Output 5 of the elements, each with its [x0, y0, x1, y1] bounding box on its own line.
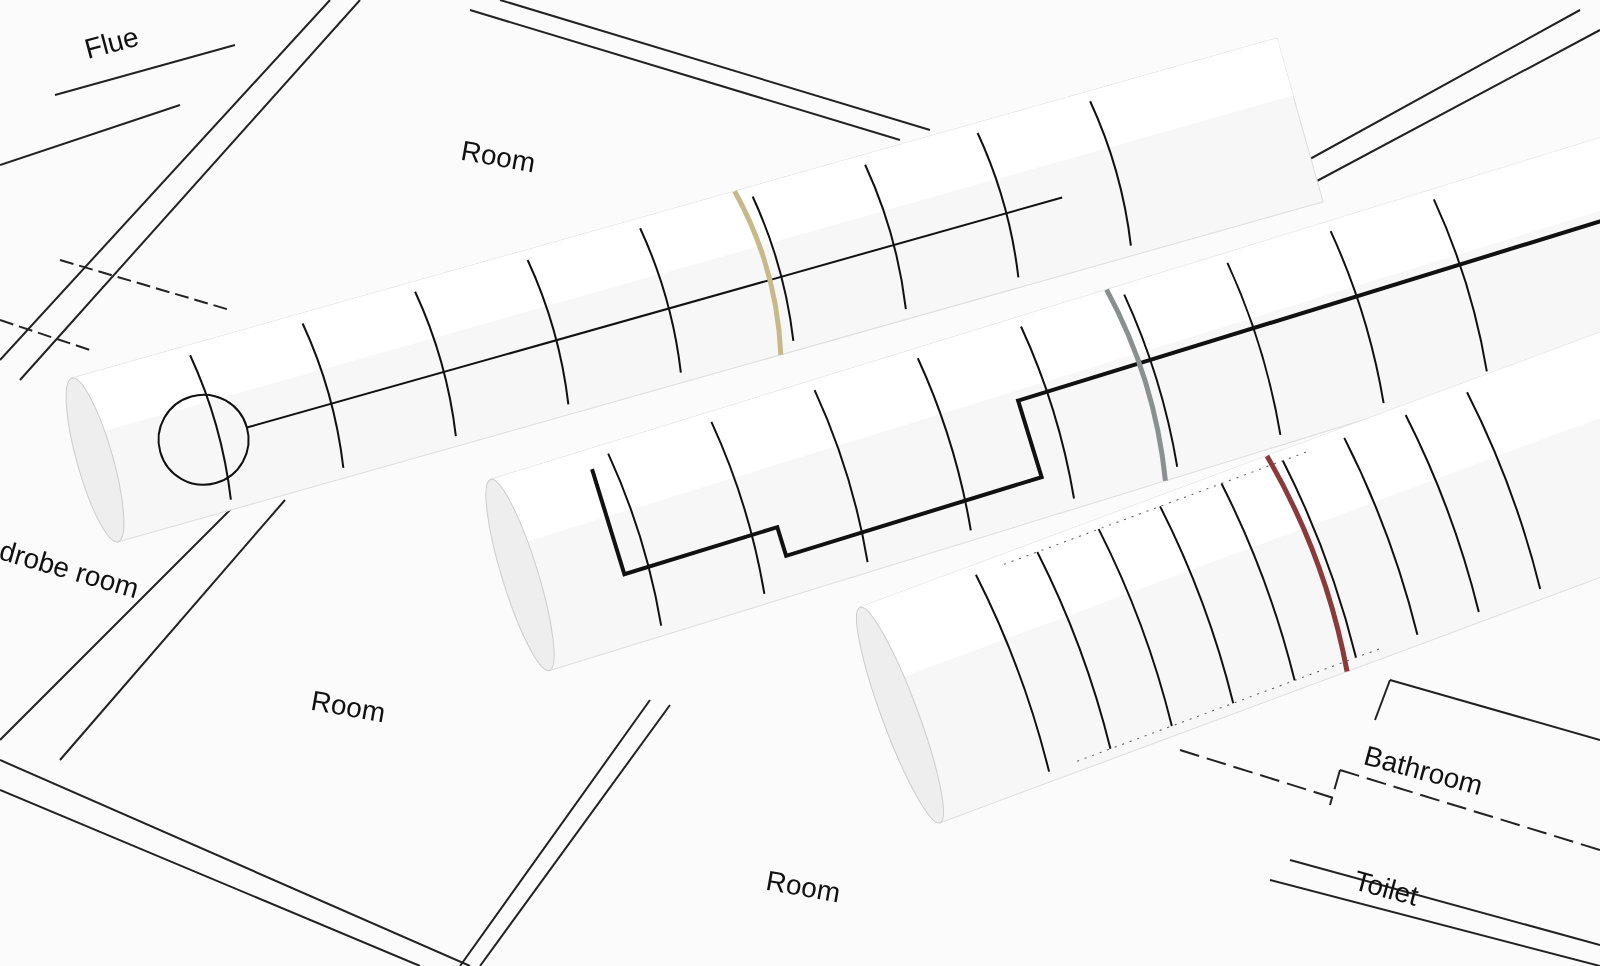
plan-label: Room	[307, 683, 389, 731]
plan-label: Room	[762, 863, 844, 911]
plan-label: Toilet	[1349, 863, 1423, 914]
plan-label: Room	[457, 133, 539, 181]
plan-label: Flue	[80, 19, 143, 67]
